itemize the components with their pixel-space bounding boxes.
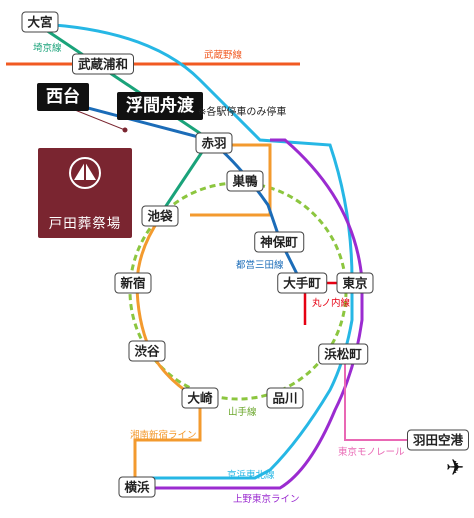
label-monorail: 東京モノレール [338,447,405,458]
station-akabane[interactable]: 赤羽 [195,132,233,154]
label-keihin-tohoku: 京浜東北線 [227,470,275,481]
station-haneda[interactable]: 羽田空港 [406,429,470,451]
station-shinjuku[interactable]: 新宿 [114,272,152,294]
station-osaki[interactable]: 大崎 [181,387,219,409]
station-jimbocho[interactable]: 神保町 [254,231,304,253]
station-hamamatsucho[interactable]: 浜松町 [318,343,368,365]
station-ukima-funado[interactable]: 浮間舟渡 [117,92,203,120]
hall-emblem-icon [69,157,101,189]
station-yokohama[interactable]: 横浜 [118,476,156,498]
local-stop-note: ※各駅停車のみ停車 [198,107,287,118]
nishidai-leader [69,107,126,131]
station-shibuya[interactable]: 渋谷 [128,340,166,362]
station-omiya[interactable]: 大宮 [21,11,59,33]
station-ikebukuro[interactable]: 池袋 [141,205,179,227]
label-yamanote: 山手線 [228,407,257,418]
station-tokyo[interactable]: 東京 [336,272,374,294]
station-otemachi[interactable]: 大手町 [277,272,327,294]
logo-text: 戸田葬祭場 [48,216,122,232]
toda-funeral-hall-logo: 戸田葬祭場 [38,148,132,238]
airplane-icon: ✈ [446,456,465,481]
keihin-tohoku-line [39,22,354,480]
label-shonan-shinjuku: 湘南新宿ライン [130,430,197,441]
station-sugamo[interactable]: 巣鴨 [226,170,264,192]
station-nishidai[interactable]: 西台 [37,83,89,111]
label-marunouchi: 丸ノ内線 [312,298,351,309]
station-musashi-urawa[interactable]: 武蔵浦和 [71,53,135,75]
label-musashino: 武蔵野線 [204,50,243,61]
label-saikyo: 埼京線 [33,43,62,54]
label-toei-mita: 都営三田線 [236,260,284,271]
nishidai-dot [122,127,128,133]
monorail-line [344,355,425,441]
station-shinagawa[interactable]: 品川 [266,387,304,409]
label-ueno-tokyo: 上野東京ライン [233,494,300,505]
